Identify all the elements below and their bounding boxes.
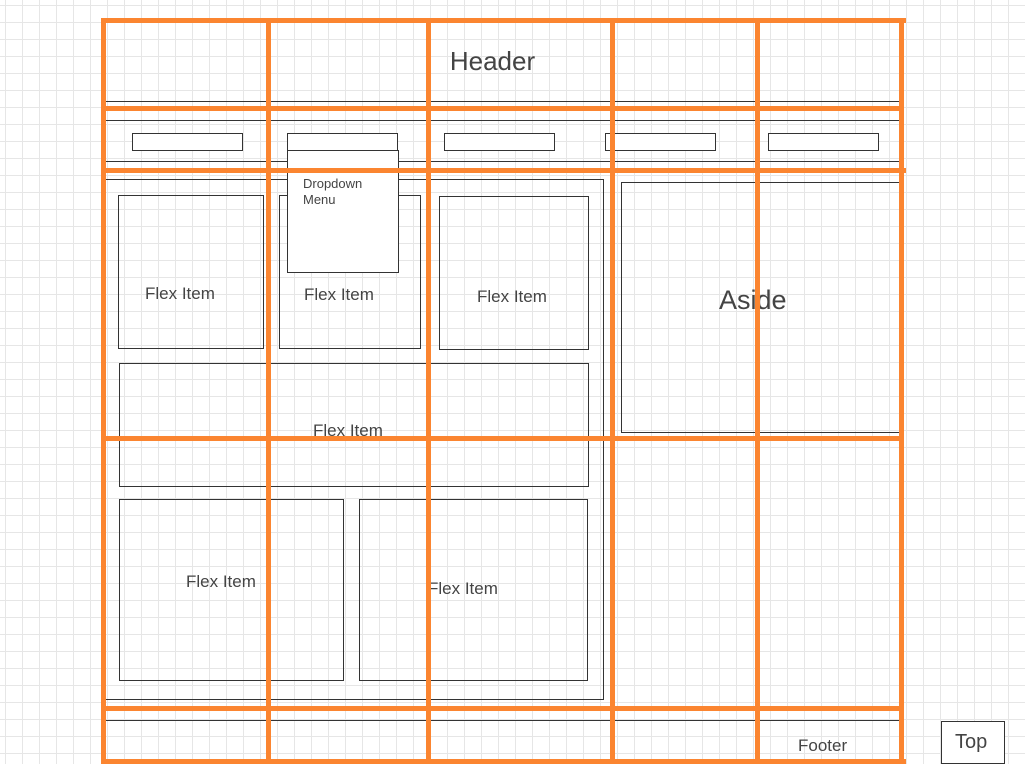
grid-line-v-5: [755, 18, 760, 764]
footer-label: Footer: [798, 736, 848, 755]
flex-item-4-label: Flex Item: [313, 421, 383, 440]
grid-line-h-middle: [101, 436, 904, 441]
header-region: Header: [103, 21, 902, 102]
grid-line-v-6: [899, 18, 904, 764]
flex-item-6-label: Flex Item: [428, 579, 498, 598]
nav-item-5[interactable]: [768, 133, 879, 151]
nav-item-3[interactable]: [444, 133, 555, 151]
flex-item-5-label: Flex Item: [186, 572, 256, 591]
grid-line-h-top: [101, 18, 906, 23]
header-title: Header: [449, 46, 536, 76]
flex-item-5: Flex Item: [119, 499, 344, 681]
top-button[interactable]: Top: [941, 721, 1005, 764]
flex-item-3: Flex Item: [439, 196, 589, 350]
aside-label: Aside: [719, 285, 787, 315]
grid-line-h-header: [101, 106, 904, 111]
nav-item-1[interactable]: [132, 133, 243, 151]
flex-item-1: Flex Item: [118, 195, 264, 349]
flex-item-4: Flex Item: [119, 363, 589, 487]
nav-item-4[interactable]: [605, 133, 716, 151]
grid-line-v-1: [101, 18, 106, 764]
footer-region: Footer: [103, 720, 902, 764]
dropdown-menu-label: Dropdown Menu: [303, 176, 363, 207]
grid-line-v-4: [610, 18, 615, 764]
grid-line-h-footer: [101, 706, 904, 711]
flex-item-3-label: Flex Item: [477, 287, 547, 306]
nav-item-2[interactable]: [287, 133, 398, 151]
top-button-label: Top: [955, 731, 988, 753]
grid-line-h-bottom: [101, 759, 906, 764]
grid-line-v-3: [426, 18, 431, 764]
grid-line-h-nav: [101, 168, 906, 173]
flex-item-6: Flex Item: [359, 499, 588, 681]
grid-line-v-2: [266, 18, 271, 764]
flex-item-2-label: Flex Item: [304, 285, 374, 304]
aside-region: Aside: [621, 182, 901, 433]
flex-item-1-label: Flex Item: [145, 284, 215, 303]
